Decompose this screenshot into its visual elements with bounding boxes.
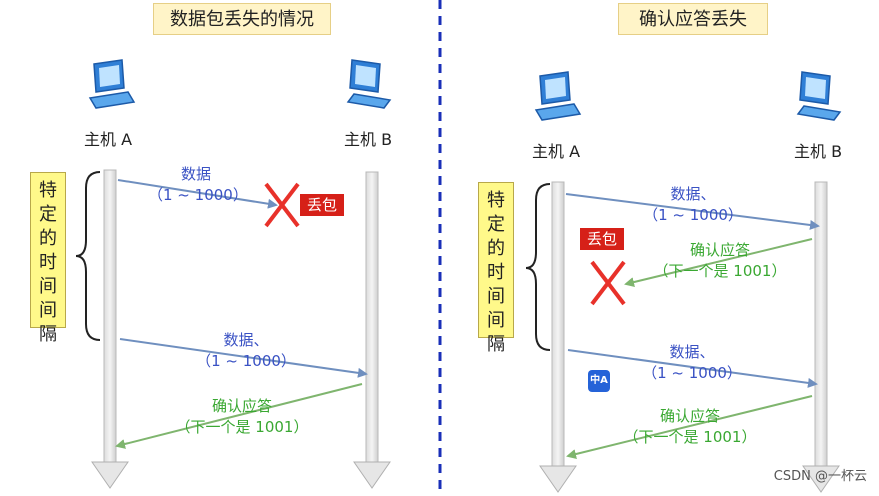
right-panel-title: 确认应答丢失: [618, 3, 768, 35]
translate-icon[interactable]: 中A: [588, 370, 610, 392]
left-data-arrow-2: [119, 338, 368, 378]
left-panel-title: 数据包丢失的情况: [153, 3, 331, 35]
left-data-label-2: 数据、 （1 ~ 1000）: [196, 330, 296, 372]
right-host-a-computer-icon: [534, 71, 582, 121]
right-data-label-2-line1: 数据、: [669, 343, 715, 361]
left-data-label-1-line2: （1 ~ 1000）: [148, 186, 248, 204]
left-lost-badge: 丢包: [300, 194, 345, 216]
left-interval-label: 特 定 的 时 间 间 隔: [30, 172, 66, 345]
left-ack-label-line2: （下一个是 1001）: [175, 418, 309, 436]
right-data-arrow-1: [565, 193, 820, 230]
right-data-label-1: 数据、 （1 ~ 1000）: [638, 184, 748, 226]
left-host-b-computer-icon: [346, 59, 392, 109]
right-lost-x-icon: [590, 260, 626, 306]
right-host-b-computer-icon: [796, 71, 842, 121]
right-data-label-1-line2: （1 ~ 1000）: [643, 206, 743, 224]
left-host-a-label: 主机 A: [84, 130, 133, 149]
left-host-a-computer-icon: [88, 59, 136, 109]
right-data-label-2: 数据、 （1 ~ 1000）: [642, 342, 742, 384]
right-ack-label-1-line1: 确认应答: [689, 241, 750, 259]
right-ack-label-1: 确认应答 （下一个是 1001）: [646, 240, 794, 282]
right-host-b-label: 主机 B: [794, 142, 843, 161]
right-interval-label: 特 定 的 时 间 间 隔: [478, 182, 514, 355]
right-ack-arrow-2: [566, 395, 813, 459]
right-data-label-2-line2: （1 ~ 1000）: [642, 364, 742, 382]
right-ack-label-2: 确认应答 （下一个是 1001）: [616, 406, 764, 448]
right-ack-arrow-1: [624, 238, 813, 287]
left-lost-x-icon: [264, 182, 300, 228]
right-lost-badge: 丢包: [580, 228, 625, 250]
left-data-label-1: 数据 （1 ~ 1000）: [148, 164, 248, 206]
right-timeline-b: [802, 181, 840, 493]
left-timeline-b: [353, 171, 391, 489]
left-data-label-2-line1: 数据、: [223, 331, 269, 349]
right-host-a-label: 主机 A: [532, 142, 581, 161]
watermark: CSDN @一杯云: [773, 469, 867, 484]
right-data-arrow-2: [567, 349, 818, 388]
left-ack-label-line1: 确认应答: [211, 397, 272, 415]
right-interval-brace: [525, 183, 551, 351]
left-data-arrow-1: [117, 179, 278, 209]
left-timeline-a: [91, 169, 129, 489]
left-host-b-label: 主机 B: [344, 130, 393, 149]
right-ack-label-2-line1: 确认应答: [659, 407, 720, 425]
right-ack-label-2-line2: （下一个是 1001）: [623, 428, 757, 446]
right-data-label-1-line1: 数据、: [670, 185, 716, 203]
right-ack-label-1-line2: （下一个是 1001）: [653, 262, 787, 280]
left-ack-label: 确认应答 （下一个是 1001）: [168, 396, 316, 438]
right-timeline-a: [539, 181, 577, 493]
left-data-label-1-line1: 数据: [180, 165, 211, 183]
left-data-label-2-line2: （1 ~ 1000）: [196, 352, 296, 370]
left-interval-brace: [75, 171, 101, 341]
left-ack-arrow: [115, 383, 363, 449]
